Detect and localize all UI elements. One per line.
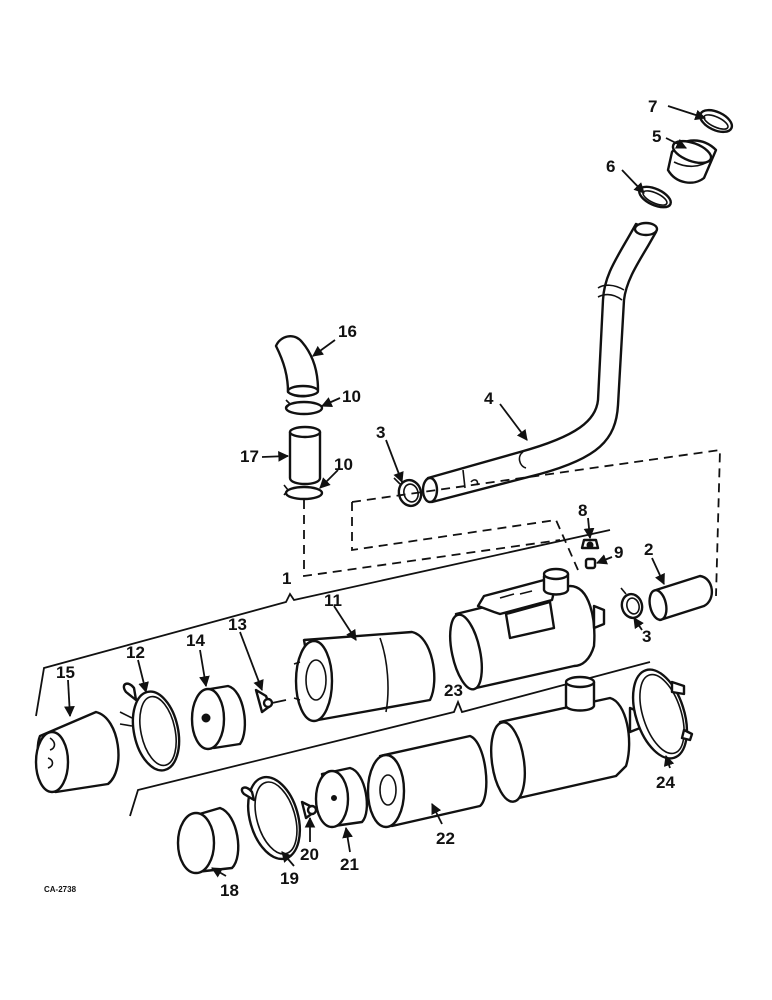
label-part-4: 4 — [484, 389, 494, 408]
tube-part-17 — [288, 425, 322, 486]
leader-lines — [64, 105, 707, 878]
label-part-22: 22 — [436, 829, 455, 848]
label-part-14: 14 — [186, 631, 205, 650]
mounting-band-part-24 — [631, 668, 694, 760]
hose-clamp-part-10-lower — [283, 484, 324, 501]
label-part-3-upper: 3 — [376, 423, 385, 442]
hose-part-2 — [648, 574, 713, 622]
hose-clamp-part-6 — [638, 185, 672, 209]
label-part-21: 21 — [340, 855, 359, 874]
label-part-3-lower: 3 — [642, 627, 651, 646]
label-part-12: 12 — [126, 643, 145, 662]
filter-element-part-22 — [366, 734, 488, 829]
label-part-16: 16 — [338, 322, 357, 341]
dashed-assembly-outline — [303, 448, 721, 597]
adapter-part-9 — [584, 557, 597, 570]
diagram-code: CA-2738 — [44, 885, 77, 894]
dust-cup-part-18 — [176, 806, 240, 875]
label-part-23: 23 — [444, 681, 463, 700]
part-labels: 7 5 6 4 16 10 3 17 10 8 9 2 1 11 3 13 14… — [44, 97, 675, 900]
band-clamp-part-12 — [119, 682, 181, 772]
filter-element-part-11 — [293, 630, 436, 723]
cover-part-21 — [314, 766, 369, 829]
elbow-hose-part-16 — [274, 335, 320, 398]
band-clamp-part-19 — [240, 775, 302, 861]
air-cleaner-body-upper — [448, 567, 606, 691]
intake-pipe-part-4 — [421, 221, 659, 504]
label-part-13: 13 — [228, 615, 247, 634]
label-part-15: 15 — [56, 663, 75, 682]
wing-nut-part-20 — [300, 800, 318, 820]
hose-clamp-part-10-upper — [284, 399, 324, 416]
air-cleaner-body-lower — [490, 675, 642, 803]
label-part-18: 18 — [220, 881, 239, 900]
label-part-7: 7 — [648, 97, 657, 116]
label-part-8: 8 — [578, 501, 587, 520]
wing-nut-part-13 — [254, 688, 287, 714]
indicator-part-8 — [580, 538, 600, 550]
label-part-2: 2 — [644, 540, 653, 559]
label-part-17: 17 — [240, 447, 259, 466]
hose-clamp-part-7 — [698, 108, 734, 134]
label-part-1: 1 — [282, 569, 291, 588]
label-part-9: 9 — [614, 543, 623, 562]
label-part-11: 11 — [324, 591, 342, 610]
label-part-20: 20 — [300, 845, 319, 864]
cover-part-14 — [190, 684, 247, 751]
label-part-5: 5 — [652, 127, 661, 146]
label-part-6: 6 — [606, 157, 615, 176]
hose-clamp-part-3-lower — [620, 587, 644, 620]
dust-cup-part-15 — [34, 710, 120, 794]
label-part-10-lower: 10 — [334, 455, 353, 474]
label-part-10-upper: 10 — [342, 387, 361, 406]
assembly-bracket-23 — [129, 661, 651, 817]
label-part-24: 24 — [656, 773, 675, 792]
label-part-19: 19 — [280, 869, 299, 888]
assembly-bracket-1 — [35, 529, 611, 717]
